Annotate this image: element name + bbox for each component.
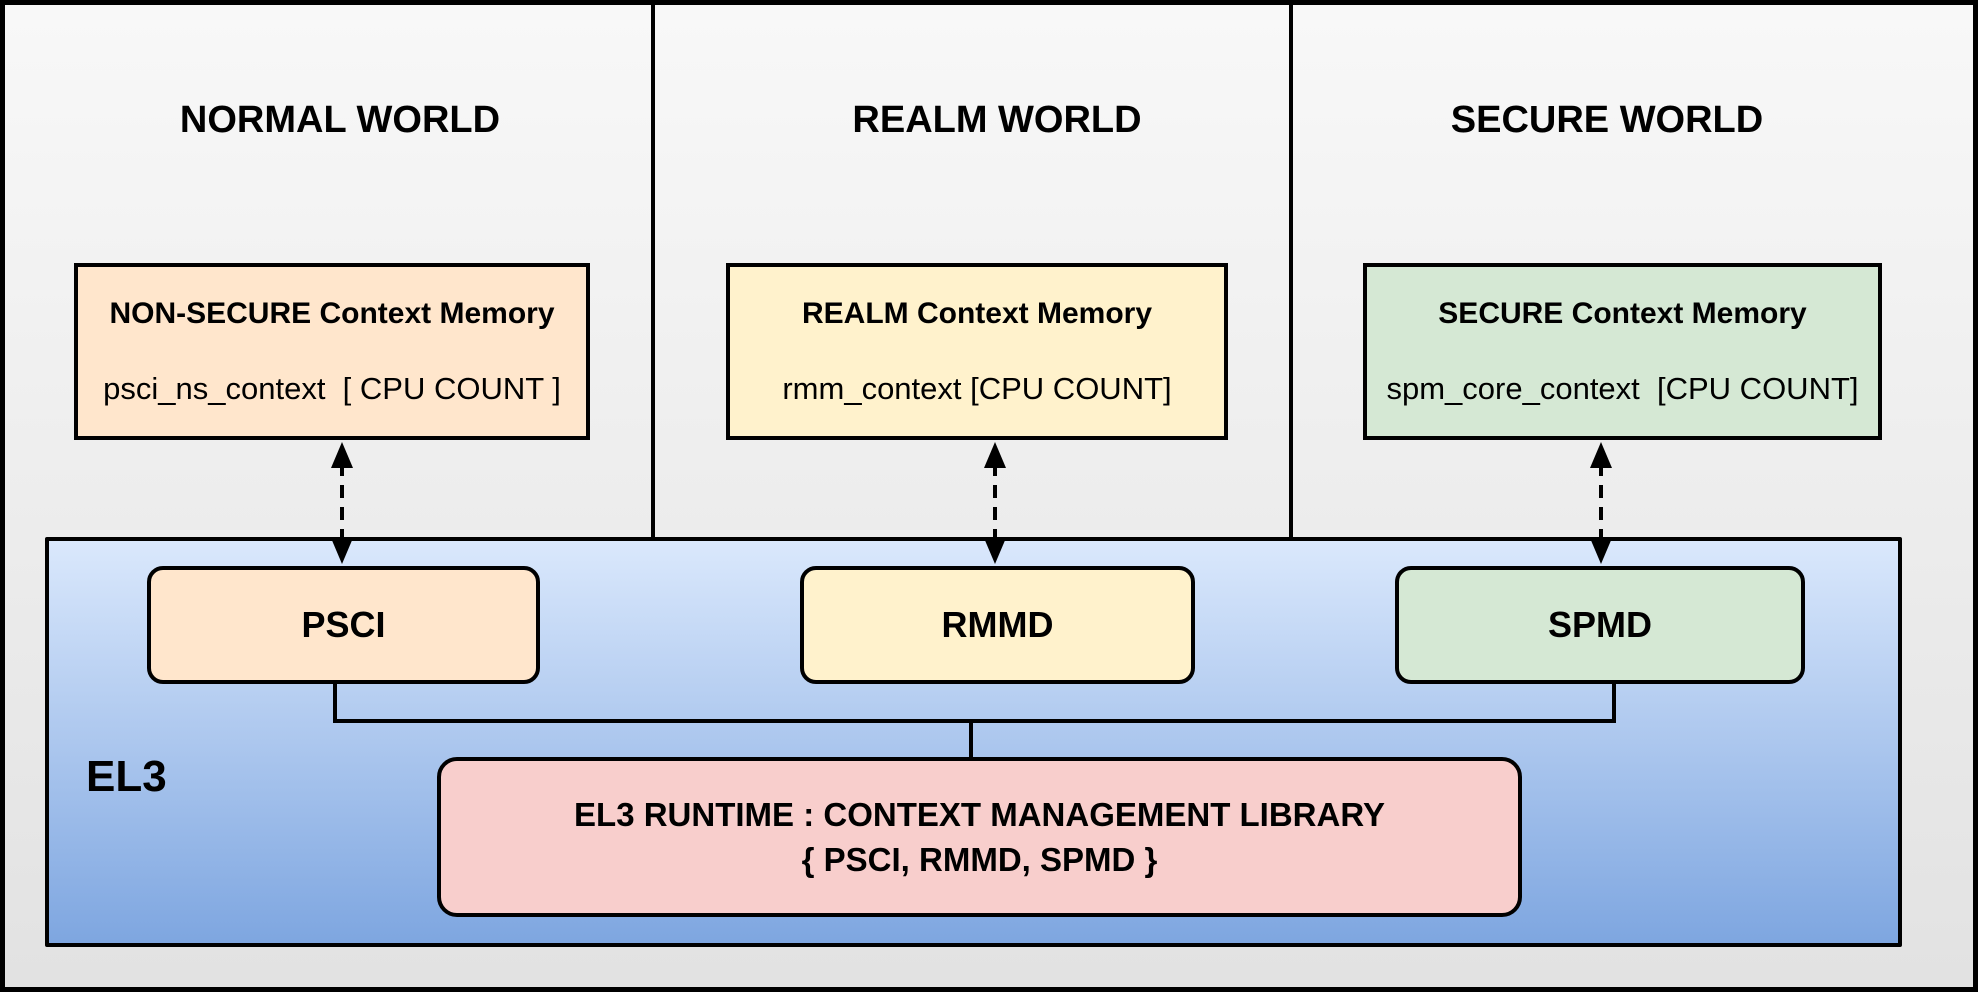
dashed-arrow-realm [984,442,1006,564]
spmd-box: SPMD [1395,566,1805,684]
memory-box-nonsecure: NON-SECURE Context Memory psci_ns_contex… [74,263,590,440]
memory-box-realm: REALM Context Memory rmm_context [CPU CO… [726,263,1228,440]
arrowhead-up-icon [984,442,1006,468]
connector-spmd-drop [1612,682,1616,723]
memory-box-body: spm_core_context [CPU COUNT] [1386,371,1859,406]
memory-box-secure: SECURE Context Memory spm_core_context [… [1363,263,1882,440]
memory-box-body: rmm_context [CPU COUNT] [782,371,1172,406]
arrowhead-down-icon [331,538,353,564]
connector-bus [333,719,1616,723]
el3-label: EL3 [86,752,167,801]
world-title-secure: SECURE WORLD [1450,99,1764,141]
world-title-realm: REALM WORLD [852,99,1142,141]
memory-box-title: SECURE Context Memory [1438,297,1807,330]
memory-box-body: psci_ns_context [ CPU COUNT ] [103,371,561,406]
memory-box-title: REALM Context Memory [801,297,1153,330]
world-divider-realm-secure [1289,5,1293,539]
arrowhead-down-icon [1590,538,1612,564]
world-divider-normal-realm [651,5,655,539]
arrowhead-up-icon [1590,442,1612,468]
connector-psci-drop [333,682,337,723]
arrowhead-up-icon [331,442,353,468]
dashed-arrow-nonsecure [331,442,353,564]
world-title-normal: NORMAL WORLD [179,99,501,141]
runtime-line1: EL3 RUNTIME : CONTEXT MANAGEMENT LIBRARY [574,795,1385,833]
psci-box: PSCI [147,566,540,684]
rmmd-box: RMMD [800,566,1195,684]
memory-box-title: NON-SECURE Context Memory [109,297,555,330]
dashed-arrow-secure [1590,442,1612,564]
runtime-line2: { PSCI, RMMD, SPMD } [801,840,1158,878]
runtime-library-box: EL3 RUNTIME : CONTEXT MANAGEMENT LIBRARY… [437,757,1522,917]
arrowhead-down-icon [984,538,1006,564]
connector-runtime-drop [969,721,973,759]
